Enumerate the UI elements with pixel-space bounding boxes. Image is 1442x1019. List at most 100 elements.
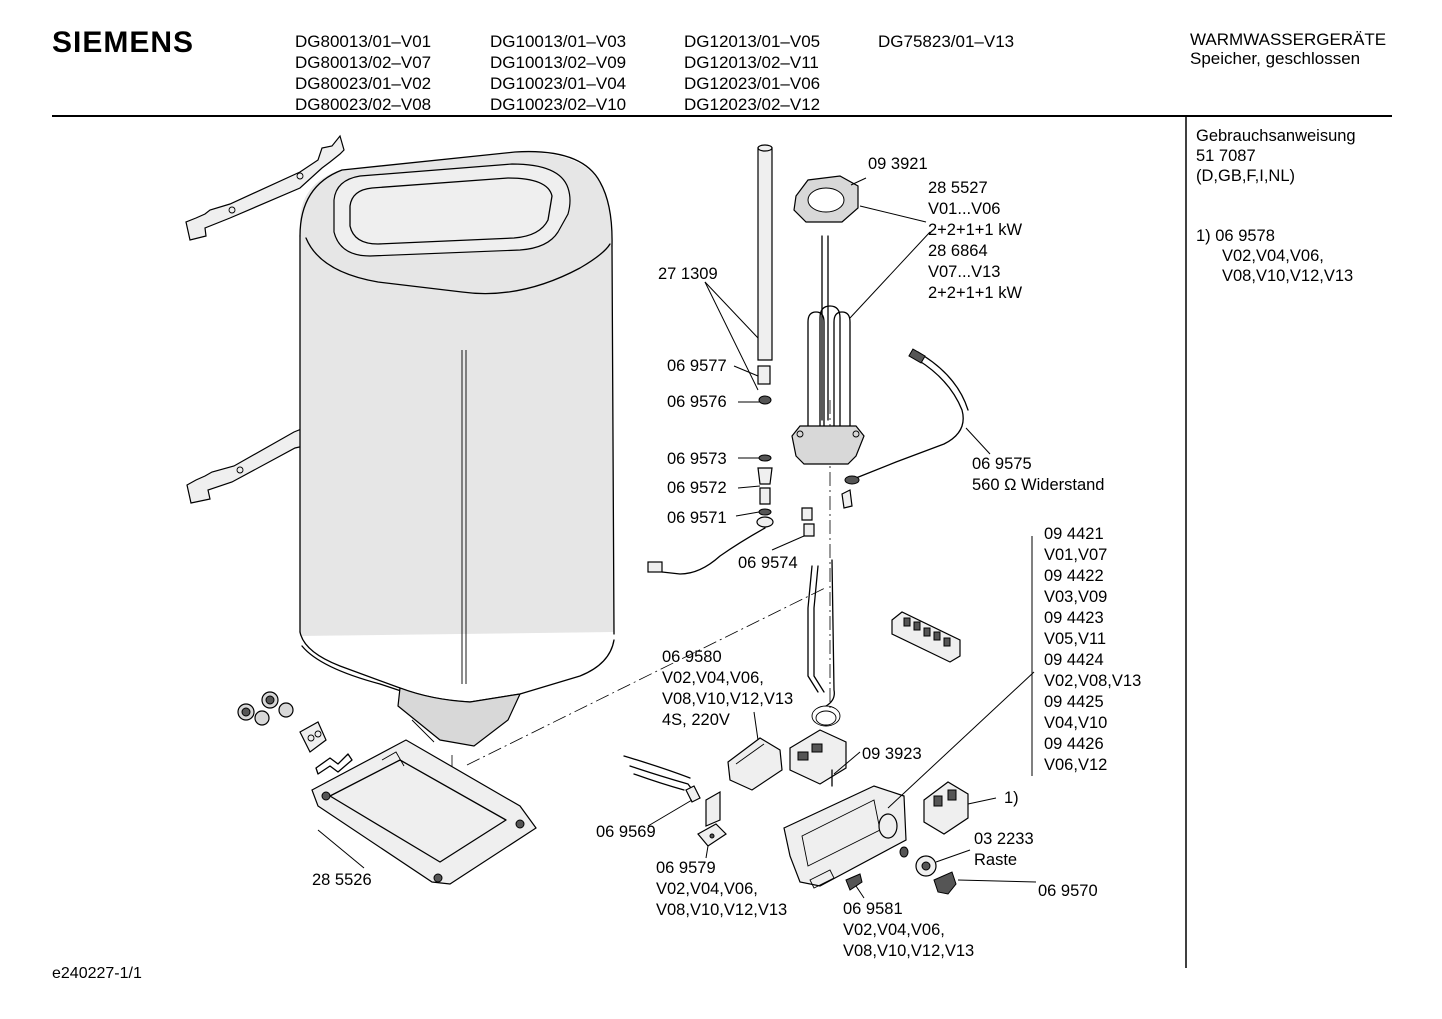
part-variant: V04,V10 xyxy=(1044,714,1108,732)
part-label: 28 5526 xyxy=(312,871,372,889)
part-label: 06 9581 xyxy=(843,900,903,918)
part-variant: V05,V11 xyxy=(1044,630,1107,648)
part-variant: V06,V12 xyxy=(1044,756,1108,774)
terminal-block xyxy=(789,729,847,787)
part-label-block: 06 9580 V02,V04,V06, V08,V10,V12,V13 4S,… xyxy=(662,647,793,731)
part-label: 06 9572 xyxy=(667,479,727,497)
part-spec: 2+2+1+1 kW xyxy=(928,221,1023,239)
model-number: DG10023/02–V10 xyxy=(490,95,627,114)
part-label: 06 9577 xyxy=(667,357,727,375)
part-label: 06 9575 xyxy=(972,455,1032,473)
part-label: 09 3921 xyxy=(868,155,928,173)
model-column-2: DG10013/01–V03 DG10013/02–V09 DG10023/01… xyxy=(490,31,626,115)
document-id: e240227-1/1 xyxy=(52,965,142,982)
part-label: 09 4425 xyxy=(1044,693,1104,711)
footnote-part: 1) 06 9578 xyxy=(1196,227,1275,245)
part-label: 09 4421 xyxy=(1044,525,1104,543)
part-label: 03 2233 xyxy=(974,830,1034,848)
pipe-fittings xyxy=(237,691,353,775)
part-label: 06 9571 xyxy=(667,509,727,527)
lower-wall-bracket xyxy=(186,427,305,504)
part-variant: V02,V08,V13 xyxy=(1044,672,1142,690)
clip xyxy=(845,873,863,891)
footnote-variant: V02,V04,V06, xyxy=(1222,247,1324,265)
control-housing xyxy=(783,785,907,889)
knob-variant-list: 09 4421 V01,V07 09 4422 V03,V09 09 4423 … xyxy=(1044,524,1141,776)
part-label: 06 9579 xyxy=(656,859,716,877)
model-column-1: DG80013/01–V01 DG80013/02–V07 DG80023/01… xyxy=(295,31,431,115)
part-label: 06 9569 xyxy=(596,823,656,841)
part-variant: V01,V07 xyxy=(1044,546,1108,564)
part-label: 06 9573 xyxy=(667,450,727,468)
part-spec: 2+2+1+1 kW xyxy=(928,284,1023,302)
resistor-cable xyxy=(841,348,969,509)
terminal-strip xyxy=(891,611,961,663)
brand-logo: SIEMENS xyxy=(52,26,195,59)
part-variant: V07...V13 xyxy=(928,263,1001,281)
bottom-cover xyxy=(311,739,537,885)
part-label: 27 1309 xyxy=(658,265,718,283)
model-number: DG80013/02–V07 xyxy=(295,53,432,72)
part-variant: V01...V06 xyxy=(928,200,1001,218)
footnote-variant: V08,V10,V12,V13 xyxy=(1222,267,1354,285)
part-label: 06 9580 xyxy=(662,648,722,666)
part-label: 09 4422 xyxy=(1044,567,1104,585)
part-label: 09 4426 xyxy=(1044,735,1104,753)
manual-languages: (D,GB,F,I,NL) xyxy=(1196,167,1296,185)
manual-info: Gebrauchsanweisung 51 7087 (D,GB,F,I,NL) xyxy=(1196,126,1356,186)
leader-lines xyxy=(317,177,1037,899)
part-variant: V08,V10,V12,V13 xyxy=(656,901,788,919)
sensor-wire xyxy=(623,755,701,803)
part-label: 28 5527 xyxy=(928,179,988,197)
part-spec: 4S, 220V xyxy=(662,711,730,729)
model-number: DG80023/01–V02 xyxy=(295,74,432,93)
switch-module xyxy=(923,781,969,835)
assembly-axis xyxy=(466,587,826,766)
part-variant: V02,V04,V06, xyxy=(662,669,764,687)
part-label: 28 6864 xyxy=(928,242,988,260)
model-column-3: DG12013/01–V05 DG12013/02–V11 DG12023/01… xyxy=(684,31,820,115)
category-subtitle: Speicher, geschlossen xyxy=(1190,49,1361,68)
heating-element xyxy=(791,235,865,465)
control-knob xyxy=(899,846,957,895)
category-block: WARMWASSERGERÄTE Speicher, geschlossen xyxy=(1190,30,1386,68)
part-variant: V02,V04,V06, xyxy=(843,921,945,939)
part-label-block: 06 9575 560 Ω Widerstand xyxy=(972,454,1104,496)
part-variant: V08,V10,V12,V13 xyxy=(843,942,975,960)
model-number: DG10023/01–V04 xyxy=(490,74,627,93)
model-number: DG12023/01–V06 xyxy=(684,74,821,93)
part-variant: V03,V09 xyxy=(1044,588,1108,606)
anode-rod xyxy=(757,144,773,405)
part-label-block: 03 2233 Raste xyxy=(974,829,1034,871)
category-title: WARMWASSERGERÄTE xyxy=(1190,30,1387,49)
part-variant: V02,V04,V06, xyxy=(656,880,758,898)
flange-gasket xyxy=(793,175,859,223)
water-heater-tank xyxy=(299,150,615,747)
model-number: DG12023/02–V12 xyxy=(684,95,821,114)
manual-number: 51 7087 xyxy=(1196,147,1256,165)
model-number: DG80013/01–V01 xyxy=(295,32,432,51)
model-number: DG10013/02–V09 xyxy=(490,53,627,72)
sensor-tube xyxy=(807,559,841,727)
model-number: DG80023/02–V08 xyxy=(295,95,432,114)
model-column-4: DG75823/01–V13 xyxy=(878,31,1014,52)
bolts-and-washers xyxy=(647,454,815,575)
model-number: DG12013/02–V11 xyxy=(684,53,819,72)
part-variant: V08,V10,V12,V13 xyxy=(662,690,794,708)
relay xyxy=(727,737,783,791)
part-label: 1) xyxy=(1004,789,1019,807)
mounting-bracket xyxy=(697,790,727,847)
part-description: Raste xyxy=(974,851,1018,869)
part-label: 09 4423 xyxy=(1044,609,1104,627)
model-number: DG75823/01–V13 xyxy=(878,32,1015,51)
part-label: 09 4424 xyxy=(1044,651,1104,669)
part-label: 06 9576 xyxy=(667,393,727,411)
part-label-block: 28 5527 V01...V06 2+2+1+1 kW 28 6864 V07… xyxy=(928,178,1022,304)
part-label-block: 06 9581 V02,V04,V06, V08,V10,V12,V13 xyxy=(843,899,974,962)
part-label: 06 9574 xyxy=(738,554,798,572)
manual-title: Gebrauchsanweisung xyxy=(1196,127,1356,145)
upper-wall-bracket xyxy=(185,134,345,241)
part-label-block: 06 9579 V02,V04,V06, V08,V10,V12,V13 xyxy=(656,858,787,921)
footnote: 1) 06 9578 V02,V04,V06, V08,V10,V12,V13 xyxy=(1196,226,1353,286)
